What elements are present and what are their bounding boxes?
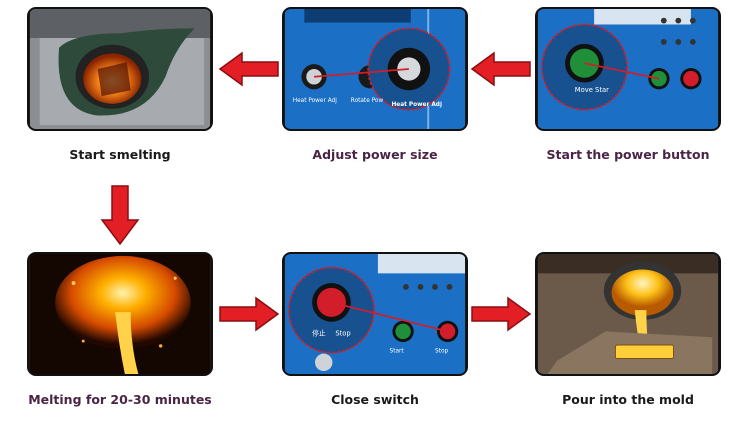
arrow-right-icon bbox=[219, 296, 280, 332]
arrow-down-icon bbox=[100, 185, 140, 246]
stop-cn-label: 停止 bbox=[312, 328, 326, 337]
arrow-left-icon bbox=[470, 51, 531, 87]
power-knob-panel-image: Heat Power Adj Rotate Pow Heat Power Adj bbox=[285, 9, 465, 129]
arrow-left-1 bbox=[470, 51, 532, 87]
arrow-down bbox=[100, 184, 140, 246]
caption-start-smelting: Start smelting bbox=[69, 147, 171, 162]
caption-close-switch: Close switch bbox=[331, 392, 419, 407]
smelting-furnace-image bbox=[30, 9, 210, 129]
rotate-power-label: Rotate Pow bbox=[351, 98, 384, 104]
start-small-label: Start bbox=[390, 349, 405, 355]
arrow-left-icon bbox=[218, 51, 279, 87]
molten-pour-image bbox=[30, 254, 210, 374]
arrow-right-icon bbox=[471, 296, 532, 332]
photo-pour-mold bbox=[535, 252, 721, 376]
stop-switch-panel-image: 停止 Stop Start Stop bbox=[285, 254, 465, 374]
caption-melting: Melting for 20-30 minutes bbox=[28, 392, 212, 407]
photo-adjust-power: Heat Power Adj Rotate Pow Heat Power Adj bbox=[282, 7, 468, 131]
caption-adjust-power: Adjust power size bbox=[312, 147, 438, 162]
caption-pour-mold: Pour into the mold bbox=[562, 392, 694, 407]
arrow-right-1 bbox=[218, 296, 280, 332]
photo-start-power-button: Move Star bbox=[535, 7, 721, 131]
arrow-left-2 bbox=[218, 51, 280, 87]
power-button-panel-image: Move Star bbox=[538, 9, 718, 129]
heat-power-zoom-label: Heat Power Adj bbox=[391, 102, 442, 108]
photo-melting bbox=[27, 252, 213, 376]
stop-small-label: Stop bbox=[435, 349, 448, 355]
photo-start-smelting bbox=[27, 7, 213, 131]
move-start-label: Move Star bbox=[575, 86, 609, 94]
pour-mold-image bbox=[538, 254, 718, 374]
caption-start-power-button: Start the power button bbox=[546, 147, 710, 162]
photo-close-switch: 停止 Stop Start Stop bbox=[282, 252, 468, 376]
heat-power-label: Heat Power Adj bbox=[293, 98, 338, 104]
stop-label: Stop bbox=[335, 329, 350, 337]
arrow-right-2 bbox=[470, 296, 532, 332]
